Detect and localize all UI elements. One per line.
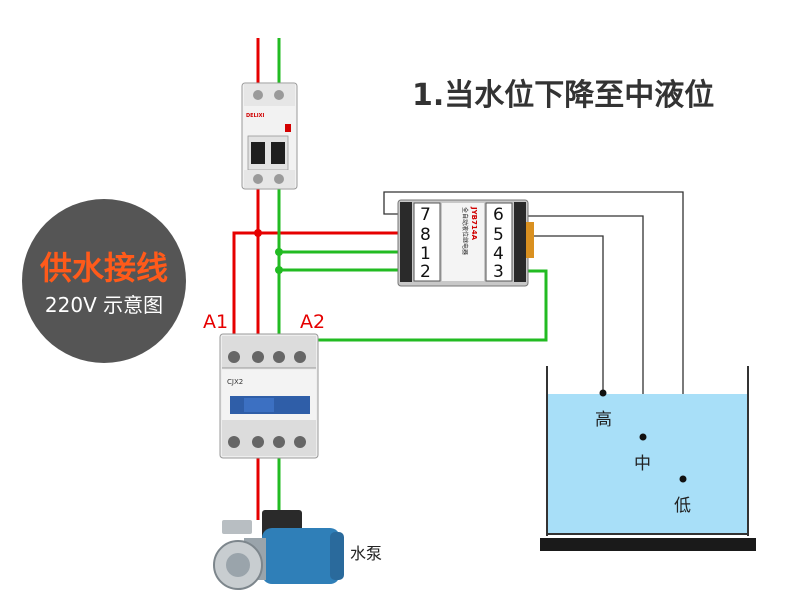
probe-high: [599, 389, 607, 397]
info-badge: 供水接线 220V 示意图: [22, 199, 186, 363]
relay-model: JYB714A: [470, 206, 478, 241]
terminal-6: 6: [493, 205, 504, 225]
terminal-4: 4: [493, 244, 504, 264]
probe-wires: [383, 191, 684, 478]
terminal-8: 8: [420, 225, 431, 245]
water-pump: [213, 510, 344, 590]
level-low-label: 低: [674, 496, 691, 516]
water-tank: [540, 366, 756, 551]
terminal-7: 7: [420, 205, 431, 225]
level-relay: [397, 199, 534, 287]
probe-low: [679, 475, 687, 483]
terminal-3: 3: [493, 262, 504, 282]
contactor-model: CJX2: [227, 378, 243, 386]
relay-terminals-right: 6 5 4 3: [493, 205, 504, 282]
terminal-1: 1: [420, 244, 431, 264]
level-mid-label: 中: [634, 454, 651, 474]
neutral-wires: [277, 38, 548, 520]
terminal-5: 5: [493, 225, 504, 245]
badge-title: 供水接线: [39, 249, 168, 287]
relay-name: 全自动液位继电器: [461, 207, 469, 255]
contactor: [219, 333, 319, 459]
probe-wire-mid: [516, 215, 644, 436]
probe-wire-low: [383, 191, 684, 478]
probe-mid: [639, 433, 647, 441]
breaker-brand: DELIXI: [246, 113, 264, 119]
probe-wire-high: [516, 235, 604, 392]
terminal-a1-label: A1: [203, 311, 229, 333]
water-body: [548, 394, 747, 534]
page-title: 1.当水位下降至中液位: [412, 78, 715, 113]
terminal-2: 2: [420, 262, 431, 282]
level-high-label: 高: [595, 410, 612, 430]
terminal-a2-label: A2: [300, 311, 326, 333]
tank-base: [540, 538, 756, 551]
pump-label: 水泵: [350, 544, 383, 563]
badge-subtitle: 220V 示意图: [44, 293, 164, 317]
relay-terminals-left: 7 8 1 2: [420, 205, 431, 282]
junction-dots: [254, 229, 283, 274]
circuit-breaker: DELIXI: [241, 82, 298, 190]
